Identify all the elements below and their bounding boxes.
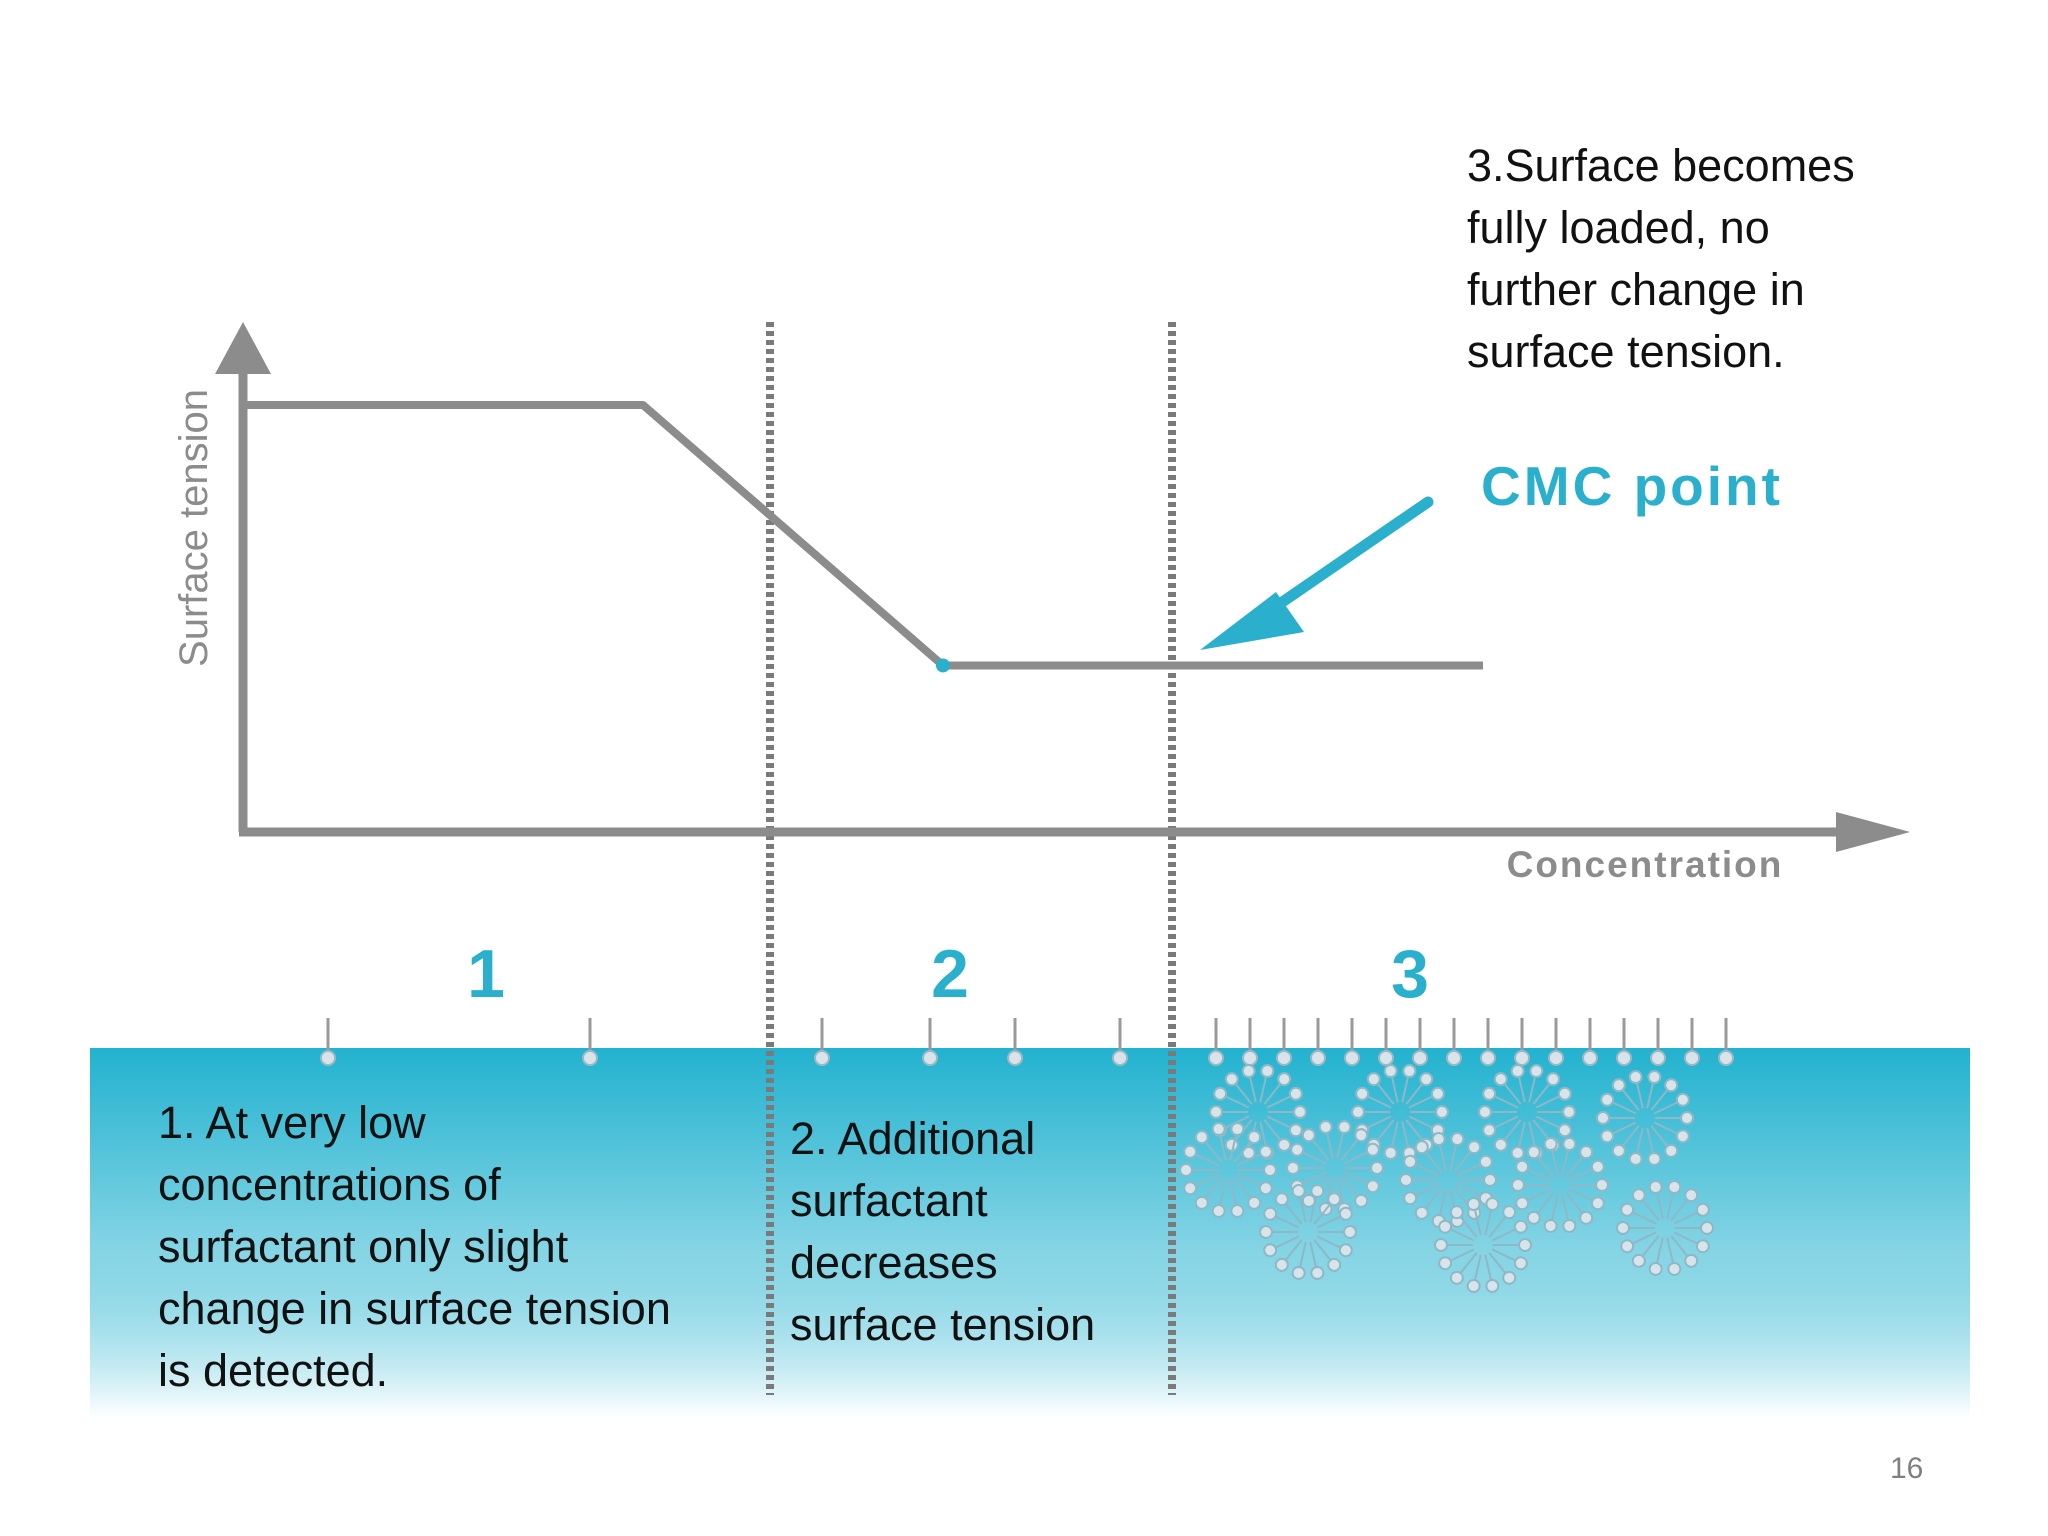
surfactant-molecule [1242,1018,1258,1066]
note-line: is detected. [158,1345,389,1396]
surfactant-molecule [1684,1018,1700,1066]
water-region [90,1048,1970,1418]
micelle [1596,1070,1694,1166]
surfactant-molecule [1582,1018,1598,1066]
note-line: fully loaded, no [1467,202,1770,253]
surfactant-molecule [1548,1018,1564,1066]
note-line: surface tension. [1467,326,1785,377]
surfactant-molecule [1718,1018,1734,1066]
micelle [1259,1184,1357,1280]
region-3-note: 3.Surface becomes fully loaded, no furth… [1467,135,1987,383]
cmc-point-label: CMC point [1481,455,1783,517]
surfactant-molecule [1112,1018,1128,1066]
note-line: 3.Surface becomes [1467,140,1855,191]
region-1-note: 1. At very low concentrations of surfact… [158,1092,758,1402]
note-line: surfactant only slight [158,1221,569,1272]
surfactant-molecule [1650,1018,1666,1066]
surfactant-molecule [1007,1018,1023,1066]
surfactant-molecule [582,1018,598,1066]
surfactant-molecule [1480,1018,1496,1066]
x-axis-arrow-icon [1836,812,1910,852]
note-line: surfactant [790,1175,988,1226]
cmc-point-marker [936,658,950,673]
region-label-3: 3 [1391,936,1429,1012]
x-axis-label: Concentration [1507,844,1784,885]
note-line: further change in [1467,264,1805,315]
surfactant-molecule [1276,1018,1292,1066]
surfactant-molecule [1514,1018,1530,1066]
region-2-note: 2. Additional surfactant decreases surfa… [790,1108,1150,1356]
micelle [1434,1197,1532,1293]
surface-tension-curve [243,401,1483,670]
micelle [1616,1180,1714,1276]
cmc-arrow-icon [1200,592,1304,650]
y-axis-arrow-icon [215,322,271,374]
note-line: 1. At very low [158,1097,426,1148]
cmc-arrow-shaft [1256,496,1434,622]
surfactant-molecule [1310,1018,1326,1066]
surfactant-molecule [1412,1018,1428,1066]
slide-number: 16 [1890,1452,1924,1485]
note-line: surface tension [790,1299,1096,1350]
surfactant-molecule [1446,1018,1462,1066]
region-label-2: 2 [931,936,969,1012]
y-axis-label: Surface tension [172,389,216,667]
surfactant-molecule [814,1018,830,1066]
surfactant-molecule [320,1018,336,1066]
note-line: concentrations of [158,1159,501,1210]
surface-surfactant-molecules [320,1018,1734,1066]
micelle [1179,1122,1277,1218]
note-line: 2. Additional [790,1113,1036,1164]
note-line: change in surface tension [158,1283,671,1334]
surfactant-molecule [1344,1018,1360,1066]
surfactant-molecule [1208,1018,1224,1066]
surfactant-molecule [922,1018,938,1066]
surfactant-molecule [1616,1018,1632,1066]
micelle [1209,1064,1307,1160]
note-line: decreases [790,1237,998,1288]
surfactant-molecule [1378,1018,1394,1066]
micelles-group [1179,1064,1714,1293]
micelle [1511,1137,1609,1233]
region-label-1: 1 [467,936,505,1012]
